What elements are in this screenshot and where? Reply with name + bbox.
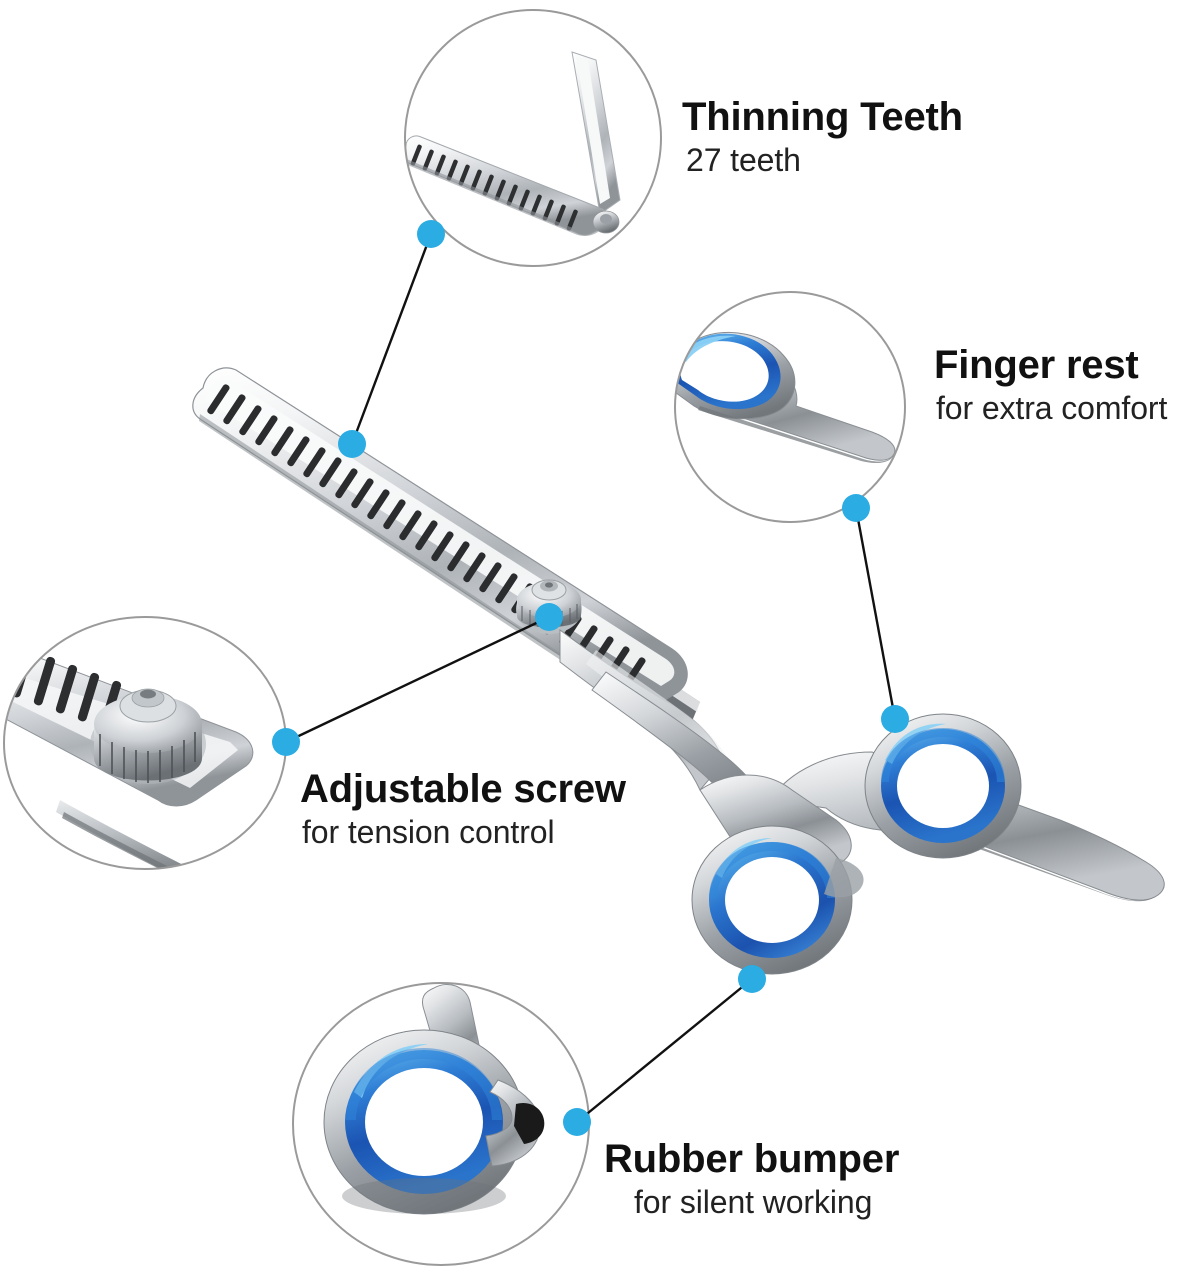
toothed-blade bbox=[192, 367, 688, 711]
lower-handle-ring bbox=[691, 774, 864, 975]
rubber-bumper-nub bbox=[514, 1102, 545, 1144]
callout-subtitle-thinning-teeth: 27 teeth bbox=[686, 142, 801, 178]
callout-label-adjustable-screw: Adjustable screw for tension control bbox=[300, 766, 626, 852]
marker-dot-finger-rest-circle bbox=[842, 494, 870, 522]
marker-dots bbox=[272, 220, 909, 1136]
callout-inset-adjustable-screw bbox=[3, 616, 287, 870]
marker-dot-rubber-bumper-circle bbox=[563, 1108, 591, 1136]
callout-inset-rubber-bumper bbox=[292, 982, 590, 1266]
callout-subtitle-adjustable-screw: for tension control bbox=[302, 814, 555, 850]
marker-dot-adjustable-screw-product bbox=[535, 603, 563, 631]
leader-line-finger-rest bbox=[854, 507, 897, 720]
callout-circle-finger-rest bbox=[674, 291, 906, 523]
callout-subtitle-rubber-bumper: for silent working bbox=[634, 1184, 873, 1220]
leader-lines bbox=[285, 233, 897, 1123]
callout-label-rubber-bumper: Rubber bumper for silent working bbox=[604, 1136, 899, 1222]
marker-dot-thinning-teeth-circle bbox=[417, 220, 445, 248]
leader-line-thinning-teeth bbox=[350, 233, 433, 445]
callout-label-thinning-teeth: Thinning Teeth 27 teeth bbox=[682, 94, 963, 180]
leader-line-rubber-bumper bbox=[576, 978, 753, 1123]
callout-inset-thinning-teeth bbox=[404, 9, 662, 267]
callout-inset-finger-rest bbox=[674, 291, 906, 523]
marker-dot-adjustable-screw-circle bbox=[272, 728, 300, 756]
callout-title-finger-rest: Finger rest bbox=[934, 343, 1139, 387]
main-product-scissors bbox=[192, 367, 1165, 975]
marker-dot-finger-rest-product bbox=[881, 705, 909, 733]
callout-label-finger-rest: Finger rest for extra comfort bbox=[934, 342, 1167, 428]
callout-subtitle-finger-rest: for extra comfort bbox=[936, 390, 1168, 426]
leader-line-adjustable-screw bbox=[285, 615, 550, 744]
marker-dot-rubber-bumper-product bbox=[738, 965, 766, 993]
callout-circle-thinning-teeth bbox=[404, 9, 662, 267]
callout-title-adjustable-screw: Adjustable screw bbox=[300, 767, 626, 811]
upper-handle-with-finger-rest bbox=[769, 713, 1165, 902]
callout-title-thinning-teeth: Thinning Teeth bbox=[682, 95, 963, 139]
marker-dot-thinning-teeth-product bbox=[338, 430, 366, 458]
callout-title-rubber-bumper: Rubber bumper bbox=[604, 1137, 900, 1181]
